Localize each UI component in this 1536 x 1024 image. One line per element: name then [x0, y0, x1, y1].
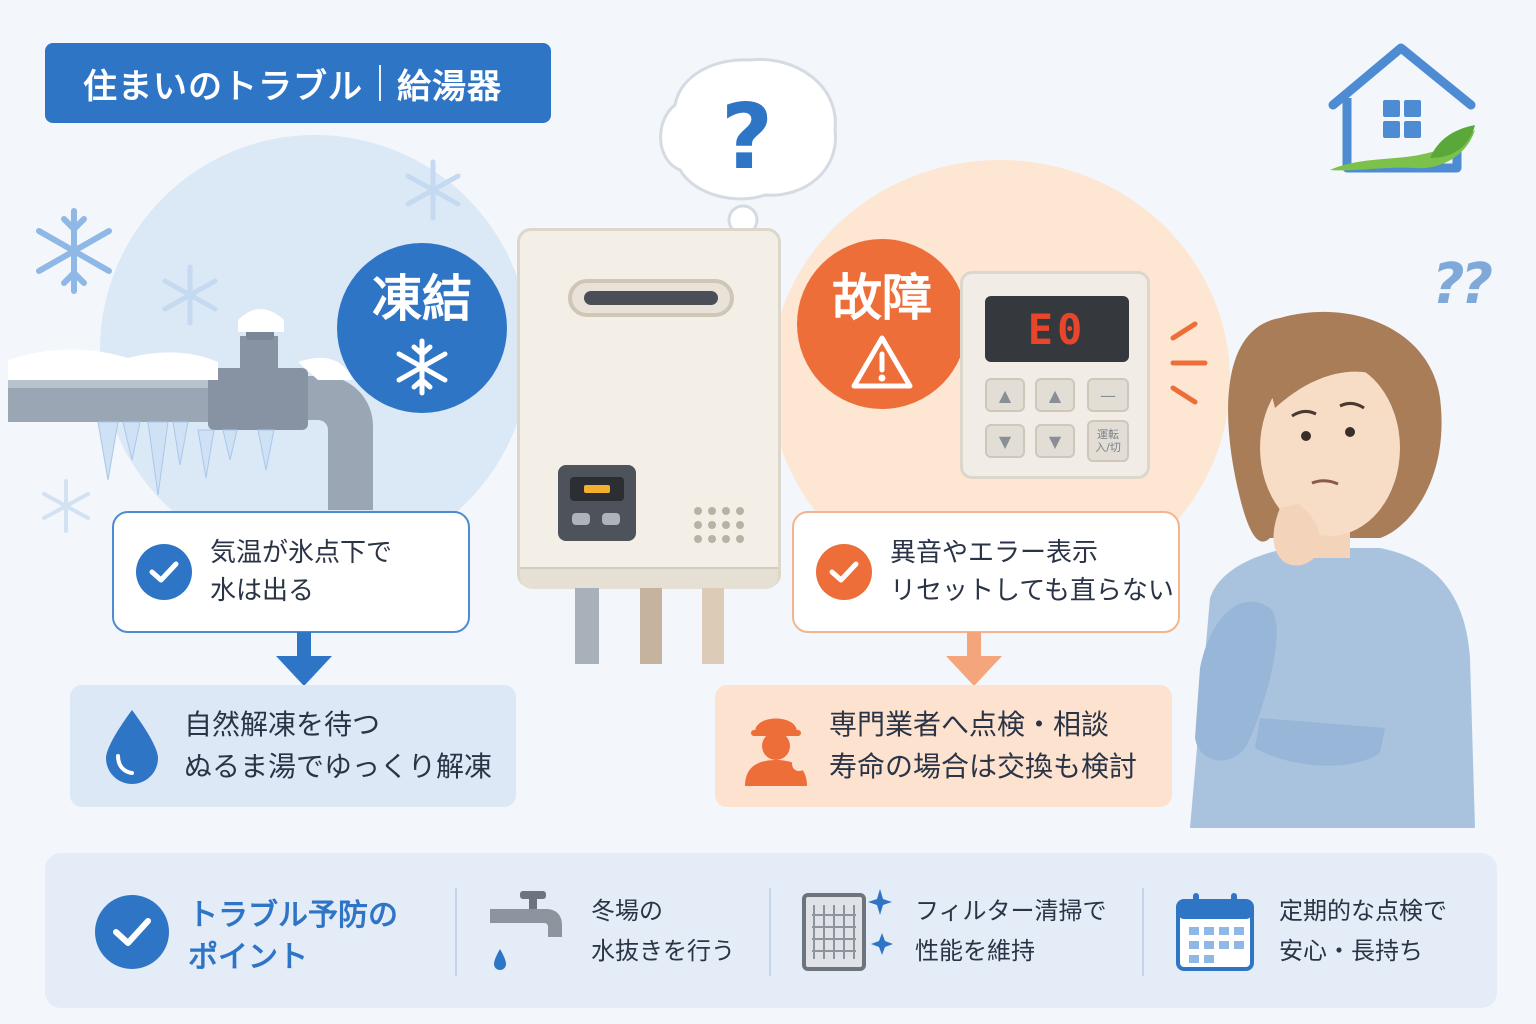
fault-symptom-line: 異音やエラー表示: [890, 538, 1099, 568]
fault-symptom-card: 異音やエラー表示 リセットしても直らない: [792, 511, 1180, 633]
page-title-banner: 住まいのトラブル 給湯器: [45, 43, 551, 123]
tip-line: フィルター清掃で: [915, 897, 1107, 925]
error-display: E0: [985, 296, 1129, 362]
alert-lines-icon: [1170, 321, 1208, 405]
freeze-badge: 凍結: [337, 243, 507, 413]
snowflake-icon: [405, 159, 461, 221]
technician-icon: [745, 718, 807, 786]
down-button[interactable]: ▼: [1035, 424, 1075, 458]
up-button[interactable]: ▲: [1035, 378, 1075, 412]
power-button[interactable]: 運転 入/切: [1087, 420, 1129, 462]
freeze-solution-text: 自然解凍を待つ ぬるま湯でゆっくり解凍: [184, 704, 492, 788]
tips-heading: トラブル予防の ポイント: [188, 895, 398, 979]
snowflake-icon: [162, 264, 218, 326]
heater-pipe: [575, 588, 599, 664]
arrow-down-icon: [276, 632, 332, 686]
faucet-icon: [490, 891, 562, 970]
tip-line: 安心・長持ち: [1279, 937, 1423, 965]
fault-solution-box: 専門業者へ点検・相談 寿命の場合は交換も検討: [715, 685, 1172, 807]
remote-controller: E0 ▲ ▲ — ▼ ▼ 運転 入/切: [960, 271, 1150, 479]
tip-line: 性能を維持: [915, 937, 1035, 965]
freeze-symptom-card: 気温が氷点下で 水は出る: [112, 511, 470, 633]
question-marks: ??: [1432, 252, 1493, 317]
check-circle-icon: [136, 544, 192, 600]
water-drop-icon: [106, 710, 158, 784]
worried-person-illustration: [1190, 311, 1475, 828]
title-divider: [379, 65, 381, 101]
fault-solution-line: 専門業者へ点検・相談: [829, 708, 1110, 741]
divider: [769, 888, 771, 976]
tip-line: 冬場の: [591, 897, 663, 925]
freeze-symptom-line: 水は出る: [210, 576, 315, 606]
page-title: 住まいのトラブル: [83, 66, 363, 107]
check-circle-icon: [816, 544, 872, 600]
speaker-grille: [694, 507, 744, 543]
freeze-solution-line: 自然解凍を待つ: [184, 708, 381, 741]
fault-badge: 故障: [797, 239, 967, 409]
freeze-solution-line: ぬるま湯でゆっくり解凍: [184, 750, 493, 783]
heater-control-panel: [558, 465, 636, 541]
snowflake-icon: [42, 479, 90, 533]
freeze-symptom-line: 気温が氷点下で: [210, 538, 393, 568]
freeze-symptom-text: 気温が氷点下で 水は出る: [210, 534, 392, 610]
divider: [455, 888, 457, 976]
heater-vent: [568, 279, 734, 317]
tip-line: 定期的な点検で: [1279, 897, 1447, 925]
prevention-tips-panel: トラブル予防の ポイント 冬場の 水抜きを行う フィルター清掃で 性能を維持: [45, 853, 1497, 1008]
fault-solution-text: 専門業者へ点検・相談 寿命の場合は交換も検討: [829, 704, 1137, 788]
fault-symptom-text: 異音やエラー表示 リセットしても直らない: [890, 534, 1174, 610]
check-circle-icon: [95, 895, 169, 969]
up-button[interactable]: ▲: [985, 378, 1025, 412]
tips-heading-line: トラブル予防の: [188, 898, 398, 933]
thought-bubble: ?: [659, 57, 837, 250]
power-button-sublabel: 入/切: [1095, 441, 1121, 454]
arrow-down-icon: [946, 632, 1002, 686]
filter-icon: [802, 889, 893, 971]
freeze-solution-box: 自然解凍を待つ ぬるま湯でゆっくり解凍: [70, 685, 516, 807]
fault-solution-line: 寿命の場合は交換も検討: [829, 750, 1138, 783]
tip-text: 定期的な点検で 安心・長持ち: [1279, 891, 1447, 971]
power-button-label: 運転: [1097, 428, 1119, 441]
error-code: E0: [1027, 304, 1087, 354]
page-subtitle: 給湯器: [397, 66, 502, 107]
fault-symptom-line: リセットしても直らない: [890, 576, 1174, 606]
minus-button[interactable]: —: [1087, 378, 1129, 412]
water-heater: [517, 228, 781, 589]
tip-text: フィルター清掃で 性能を維持: [915, 891, 1107, 971]
down-button[interactable]: ▼: [985, 424, 1025, 458]
tip-text: 冬場の 水抜きを行う: [591, 891, 735, 971]
divider: [1142, 888, 1144, 976]
calendar-icon: [1176, 893, 1254, 971]
heater-pipe: [702, 588, 724, 664]
frozen-pipe-illustration: [8, 309, 373, 510]
snowflake-icon: [36, 208, 112, 294]
snowflake-icon: [396, 338, 448, 396]
freeze-badge-label: 凍結: [372, 270, 472, 328]
tip-line: 水抜きを行う: [591, 937, 735, 965]
question-mark: ?: [721, 85, 773, 190]
tips-heading-line: ポイント: [188, 940, 308, 975]
fault-badge-label: 故障: [832, 269, 932, 327]
house-logo-icon: [1328, 43, 1476, 173]
warning-icon: [851, 335, 913, 389]
heater-pipe: [640, 588, 662, 664]
